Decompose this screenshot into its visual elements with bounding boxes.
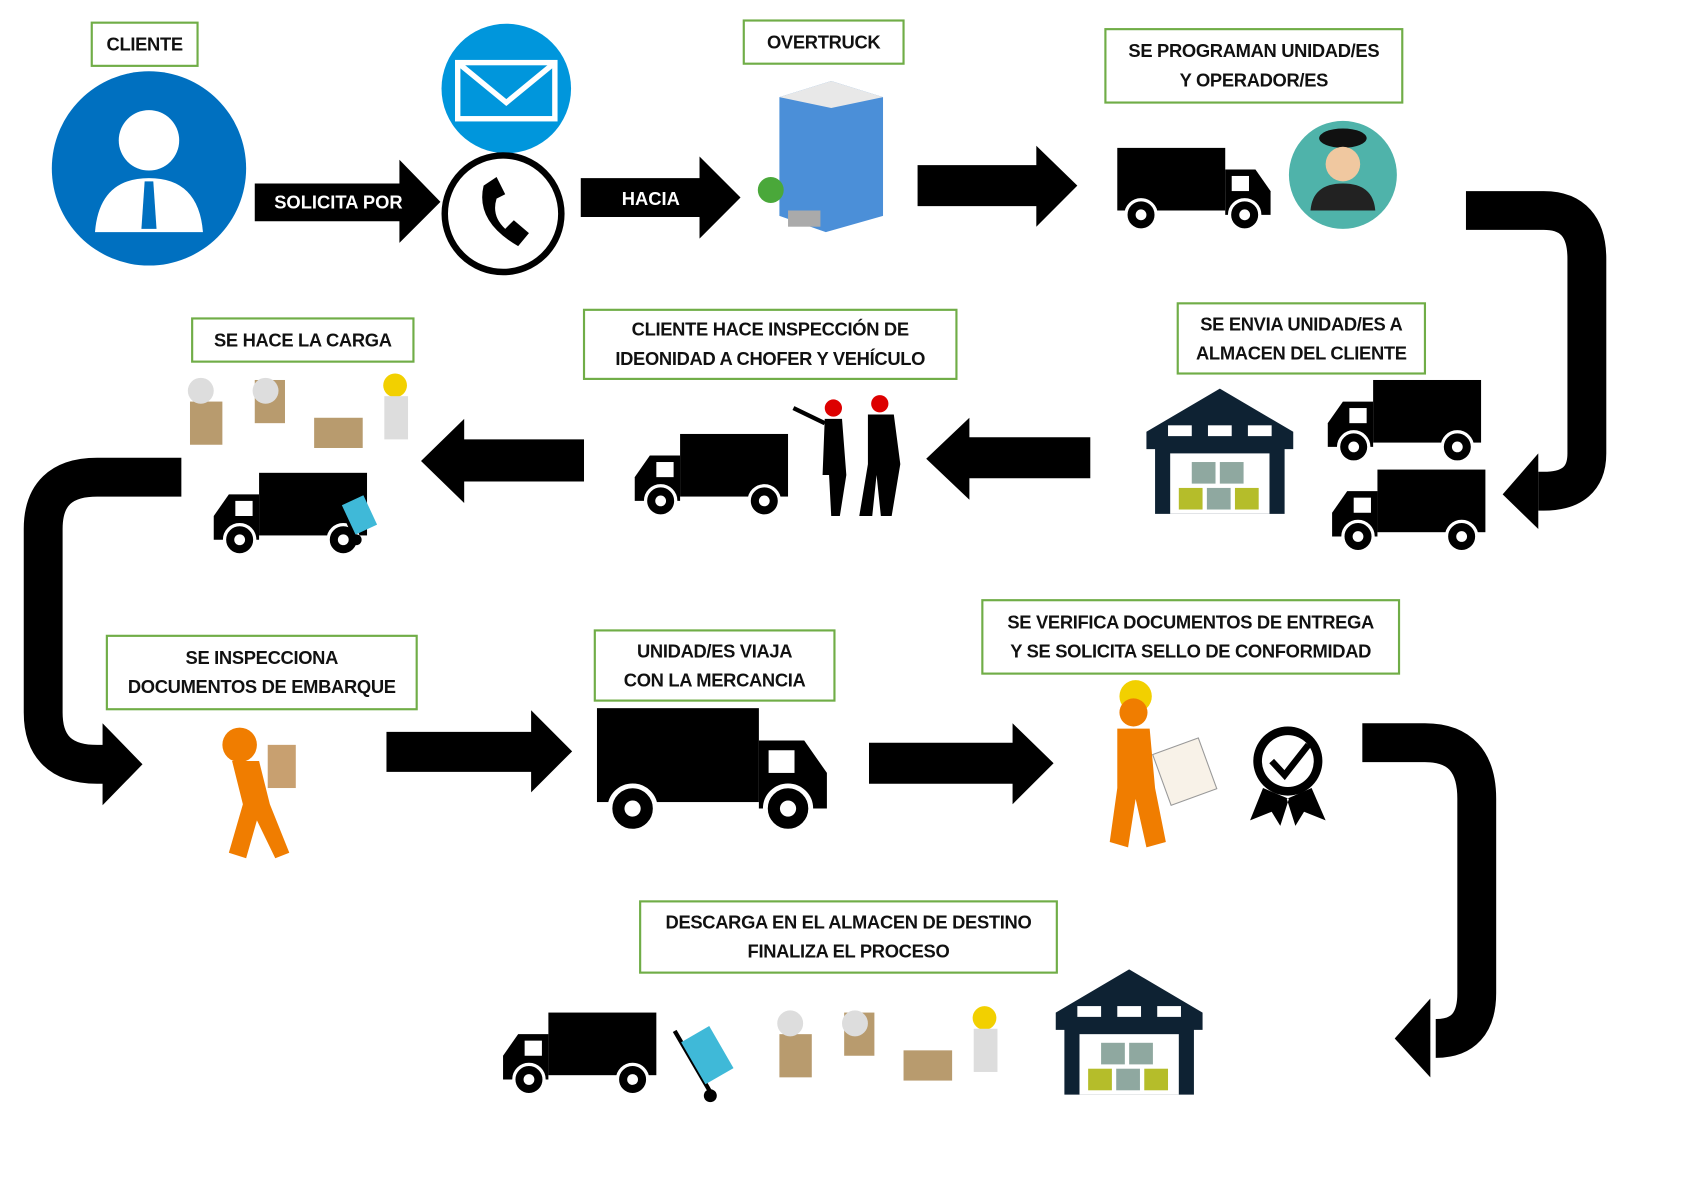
label-text: SE PROGRAMAN UNIDAD/ES [1128, 41, 1380, 62]
arrow-left [421, 418, 585, 504]
label-text: FINALIZA EL PROCESO [747, 941, 950, 962]
label-programan: SE PROGRAMAN UNIDAD/ES Y OPERADOR/ES [1104, 28, 1404, 104]
orange-inspector-icon [222, 727, 296, 859]
curved-arrow-down-left [1362, 723, 1497, 1058]
label-text: OVERTRUCK [766, 31, 881, 53]
worker-checklist-icon [1109, 680, 1218, 848]
unloading-workers-icon [777, 1006, 998, 1081]
label-documentos: SE INSPECCIONA DOCUMENTOS DE EMBARQUE [105, 634, 418, 711]
truck-icon [1328, 380, 1481, 462]
hacia-label: HACIA [621, 188, 680, 210]
inspectors-icon [792, 395, 901, 517]
label-text: SE INSPECCIONA [185, 647, 339, 669]
solicita-por-label: SOLICITA POR [274, 192, 403, 213]
warehouse-icon [1055, 969, 1203, 1095]
arrow-head [1502, 453, 1539, 529]
label-inspeccion: CLIENTE HACE INSPECCIÓN DE IDEONIDAD A CH… [582, 308, 958, 380]
warehouse-icon [1146, 388, 1294, 514]
label-cliente: CLIENTE [90, 21, 199, 67]
label-text: UNIDAD/ES VIAJA [637, 640, 793, 662]
approval-badge-icon [1250, 726, 1326, 826]
label-text: Y SE SOLICITA SELLO DE CONFORMIDAD [1010, 641, 1372, 662]
label-text: CLIENTE HACE INSPECCIÓN DE [631, 319, 909, 341]
arrow-left [926, 417, 1091, 500]
label-text: SE ENVIA UNIDAD/ES A [1200, 313, 1403, 335]
truck-icon [635, 434, 788, 516]
hand-truck-icon [332, 490, 378, 546]
client-icon [51, 71, 247, 266]
arrow-head [102, 723, 143, 806]
truck-icon [1332, 470, 1485, 552]
label-descarga: DESCARGA EN EL ALMACEN DE DESTINO FINALIZ… [639, 900, 1058, 974]
arrow-right [386, 710, 573, 793]
arrow-right [580, 156, 741, 239]
phone-icon [441, 152, 565, 276]
truck-unloading-icon [503, 1013, 656, 1095]
label-text: DOCUMENTOS DE EMBARQUE [127, 676, 396, 698]
truck-icon [597, 708, 827, 831]
arrow-right [868, 723, 1054, 805]
curved-arrow-down-right [23, 457, 182, 784]
label-text: CLIENTE [106, 34, 184, 55]
curved-arrow-down-left [1465, 191, 1607, 511]
loading-workers-icon [187, 373, 409, 448]
label-text: Y OPERADOR/ES [1179, 70, 1329, 91]
label-envia: SE ENVIA UNIDAD/ES A ALMACEN DEL CLIENTE [1176, 302, 1427, 375]
label-verifica: SE VERIFICA DOCUMENTOS DE ENTREGA Y SE SO… [981, 599, 1401, 675]
email-icon [441, 23, 572, 154]
label-text: ALMACEN DEL CLIENTE [1196, 342, 1407, 364]
label-text: DESCARGA EN EL ALMACEN DE DESTINO [665, 912, 1032, 933]
label-text: SE VERIFICA DOCUMENTOS DE ENTREGA [1007, 612, 1374, 633]
arrow-right [254, 159, 441, 243]
label-carga: SE HACE LA CARGA [191, 317, 415, 363]
driver-icon [1288, 120, 1397, 229]
arrow-right [917, 145, 1078, 227]
arrow-head [1394, 998, 1431, 1078]
hand-truck-icon [672, 1026, 734, 1103]
label-text: IDEONIDAD A CHOFER Y VEHÍCULO [615, 348, 926, 370]
label-viaja: UNIDAD/ES VIAJA CON LA MERCANCIA [593, 629, 836, 702]
label-text: SE HACE LA CARGA [213, 329, 392, 351]
office-building-icon [757, 80, 884, 233]
label-text: CON LA MERCANCIA [623, 669, 806, 691]
truck-icon [1115, 146, 1273, 232]
label-overtruck: OVERTRUCK [742, 19, 905, 65]
